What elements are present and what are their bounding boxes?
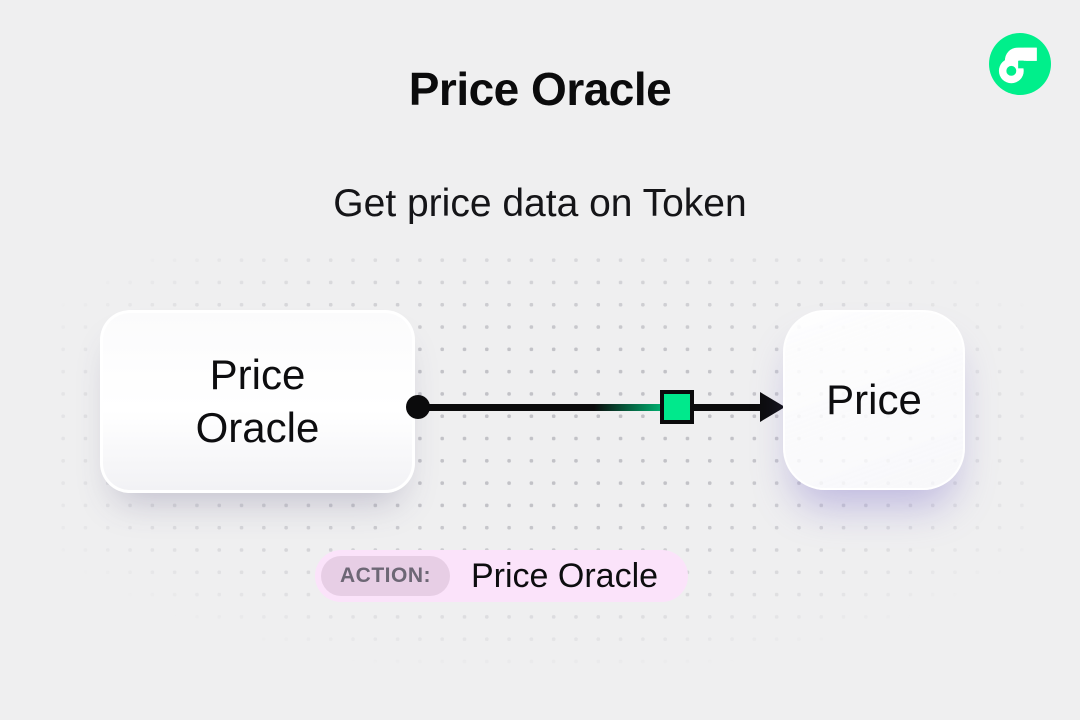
action-badge-value: Price Oracle [471,556,659,595]
page-subtitle: Get price data on Token [333,182,747,225]
page-title: Price Oracle [408,63,672,115]
connector-green-segment [594,404,660,411]
action-badge: ACTION: Price Oracle [315,550,689,602]
connector-arrowhead-icon [760,392,785,422]
flow-logo-icon [989,33,1051,95]
node-price-label: Price [826,375,922,423]
connector-line [418,404,762,411]
connector-marker-square [660,390,694,424]
node-price: Price [783,310,965,490]
connector-start-dot [406,395,430,419]
node-price-oracle: Price Oracle [100,310,415,493]
action-badge-label: ACTION: [321,556,450,596]
node-price-oracle-label: Price Oracle [195,350,320,451]
